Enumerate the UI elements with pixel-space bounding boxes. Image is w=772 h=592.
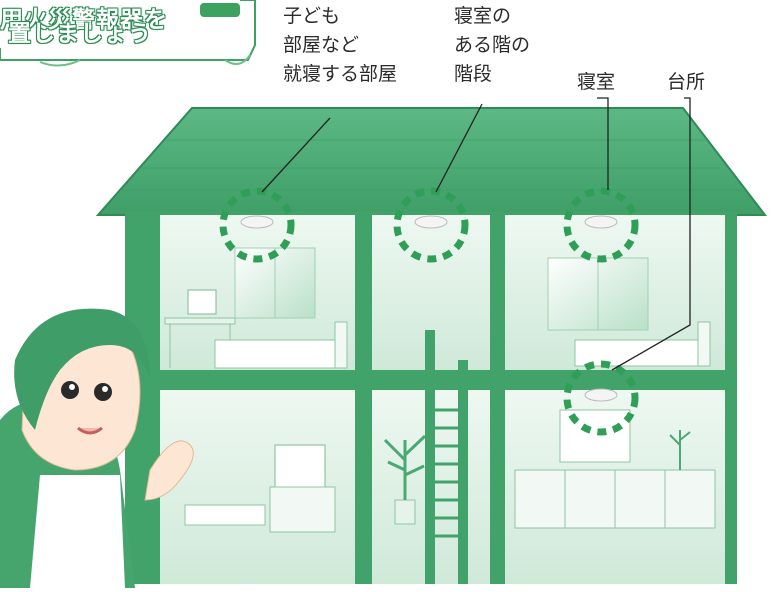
- woman-mascot: [0, 308, 194, 588]
- smoke-detectors: [219, 187, 639, 436]
- child-room-furniture: [164, 247, 348, 369]
- woman-eye-left: [61, 381, 79, 399]
- detector-bedroom: [563, 187, 639, 263]
- plant-icon: [383, 434, 427, 500]
- detector-child-room: [219, 187, 295, 263]
- label-child-room-line1: 子ども: [283, 5, 341, 27]
- leader-kitchen: [611, 97, 691, 371]
- bedroom-furniture: [547, 257, 711, 367]
- bed-icon: [214, 339, 346, 369]
- label-stairs-line1: 寝室の: [454, 5, 512, 27]
- label-child-room: 子ども 部屋など 就寝する部屋: [283, 2, 397, 89]
- detector-kitchen: [563, 360, 639, 436]
- label-child-room-line3: 就寝する部屋: [283, 63, 398, 85]
- leader-child-room: [261, 117, 331, 193]
- label-stairs-line2: ある階の: [454, 34, 531, 56]
- leader-lines: [261, 97, 691, 371]
- label-stairs: 寝室の ある階の 階段: [454, 2, 530, 89]
- detector-stairs: [393, 187, 469, 263]
- label-bedroom: 寝室: [577, 71, 616, 93]
- label-kitchen: 台所: [667, 71, 706, 93]
- kitchen-furniture: [514, 409, 716, 529]
- bedroom-bed-icon: [574, 339, 706, 367]
- roof: [95, 107, 768, 216]
- label-child-room-line2: 部屋など: [283, 34, 360, 56]
- computer-icon: [187, 289, 217, 315]
- leader-stairs: [435, 103, 483, 193]
- tv-icon: [274, 444, 326, 488]
- banner-tab: [200, 3, 240, 17]
- woman-hand: [144, 440, 194, 501]
- leader-bedroom: [597, 97, 609, 190]
- living-furniture: [184, 444, 336, 533]
- woman-eye-right: [94, 383, 112, 401]
- banner-line1: 用火災警報器を: [0, 7, 168, 33]
- staircase: [383, 330, 468, 584]
- table-icon: [184, 504, 266, 526]
- label-stairs-line3: 階段: [454, 63, 493, 85]
- banner-line2: 置しましょう: [8, 21, 152, 47]
- banner: [0, 0, 256, 67]
